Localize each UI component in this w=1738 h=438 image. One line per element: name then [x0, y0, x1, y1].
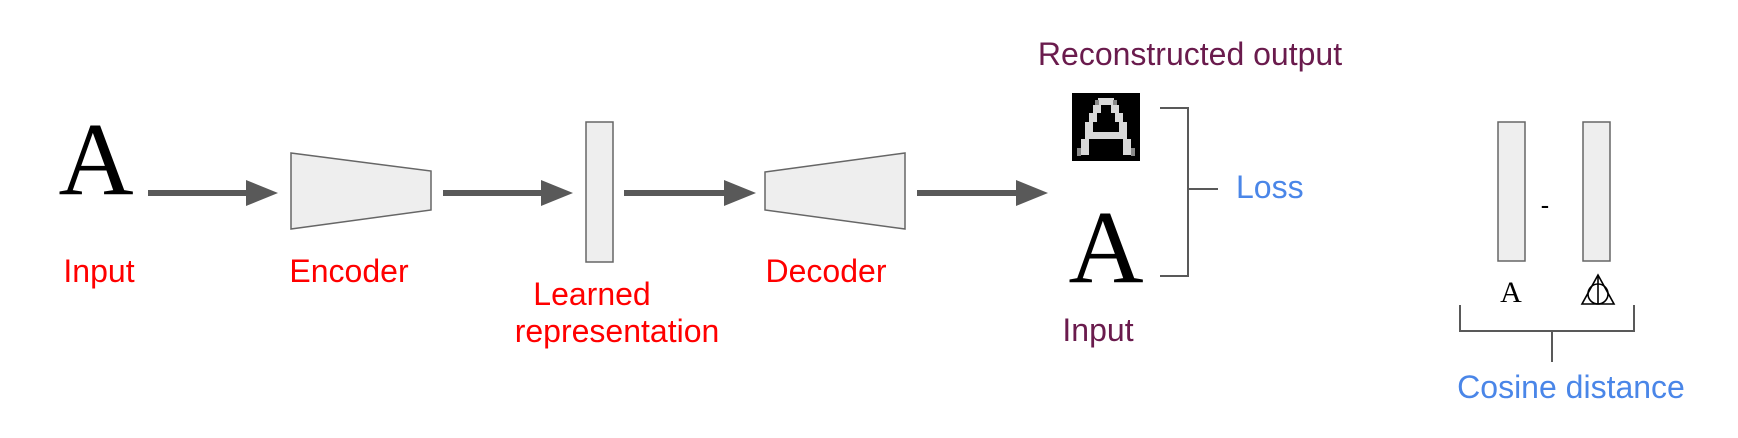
input-glyph: A — [58, 102, 133, 217]
decoder-label: Decoder — [766, 253, 887, 289]
learned-representation-bar — [585, 121, 614, 263]
reconstructed-output-image — [1072, 93, 1140, 161]
decoder-shape — [764, 152, 906, 230]
target-input-glyph: A — [1068, 190, 1143, 305]
cosine-glyph-left: A — [1500, 276, 1522, 309]
loss-bracket — [1160, 107, 1218, 277]
minus-symbol: - — [1541, 190, 1550, 220]
input-label: Input — [63, 253, 134, 289]
encoder-label: Encoder — [289, 253, 409, 289]
target-input-label: Input — [1062, 312, 1133, 348]
arrow-encoder-to-representation — [443, 180, 573, 206]
learned-representation-label-line1: Learned — [533, 276, 650, 312]
arrow-decoder-to-output — [917, 180, 1048, 206]
cosine-vector-left — [1497, 121, 1526, 262]
cosine-vector-right — [1582, 121, 1611, 262]
reconstructed-output-label: Reconstructed output — [1038, 36, 1342, 72]
learned-representation-label-line2: representation — [515, 313, 720, 349]
arrow-input-to-encoder — [148, 180, 278, 206]
arrow-representation-to-decoder — [624, 180, 756, 206]
encoder-shape — [290, 152, 432, 230]
deathly-hallows-icon — [1580, 273, 1616, 305]
cosine-distance-label: Cosine distance — [1457, 369, 1685, 405]
cosine-bracket — [1459, 305, 1635, 362]
loss-label: Loss — [1236, 169, 1304, 205]
